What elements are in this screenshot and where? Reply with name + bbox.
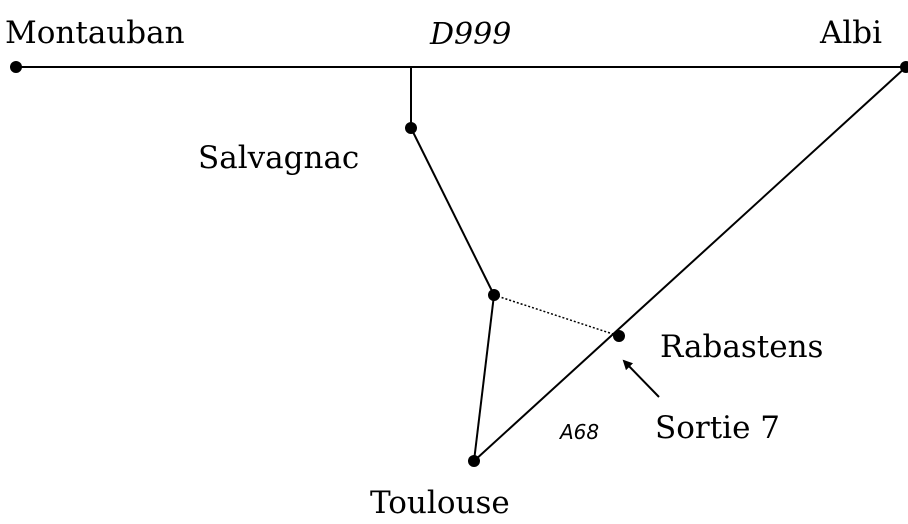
label-salvagnac: Salvagnac <box>198 140 360 176</box>
point-rabastens <box>613 330 625 342</box>
label-toulouse: Toulouse <box>370 485 510 521</box>
point-toulouse <box>468 455 480 467</box>
label-rabastens: Rabastens <box>660 329 824 365</box>
label-albi: Albi <box>820 15 883 51</box>
road-a68 <box>473 66 907 462</box>
label-montauban: Montauban <box>5 15 185 51</box>
exit-arrow <box>622 359 660 398</box>
point-junction <box>488 289 500 301</box>
point-albi <box>900 61 908 73</box>
point-salvagnac <box>405 122 417 134</box>
label-road-d999: D999 <box>430 17 512 52</box>
road-junction-to-rabastens <box>493 294 620 337</box>
point-montauban <box>10 61 22 73</box>
label-exit: Sortie 7 <box>655 410 781 446</box>
road-junction-to-toulouse <box>473 294 495 462</box>
road-salvagnac-to-junction <box>410 127 495 296</box>
label-road-a68: A68 <box>560 420 600 444</box>
